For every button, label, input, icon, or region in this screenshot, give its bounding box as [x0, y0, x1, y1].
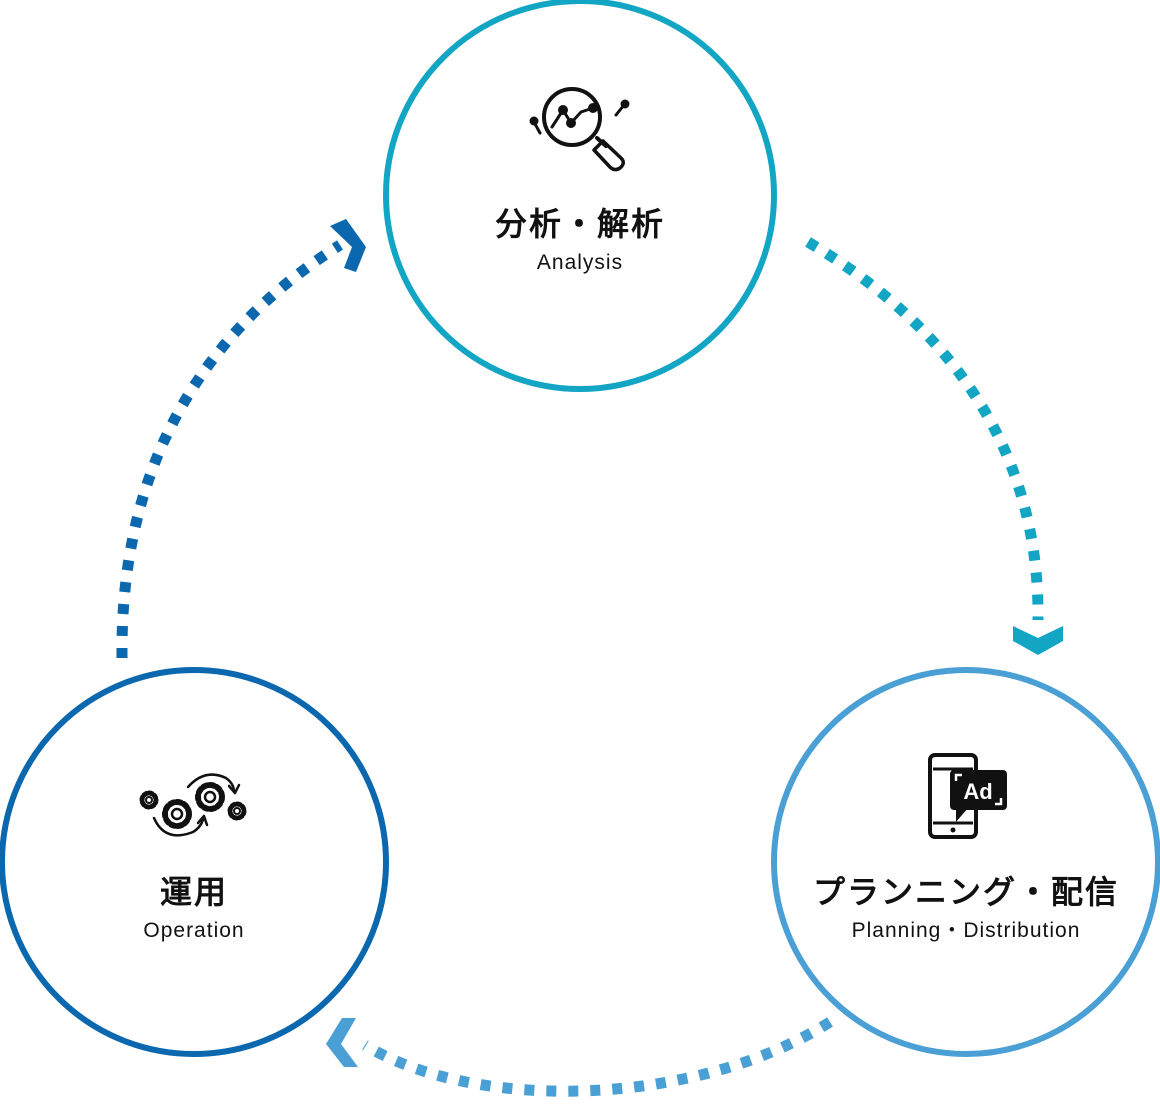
analysis-subtitle: Analysis — [536, 251, 624, 274]
mobile-ad-icon: Ad — [928, 753, 1007, 839]
analytics-magnifier-icon — [529, 87, 630, 172]
operation-subtitle: Operation — [143, 919, 245, 942]
ad-badge-text: Ad — [963, 779, 992, 804]
planning-circle — [771, 667, 1160, 1057]
connector-planning-to-operation — [362, 1017, 833, 1097]
arrowhead-operation-to-analysis — [330, 219, 366, 272]
planning-node: プランニング・配信 Planning・Distribution — [786, 872, 1146, 946]
analysis-node: 分析・解析 Analysis — [430, 204, 730, 278]
analysis-title: 分析・解析 — [494, 205, 665, 243]
connector-analysis-to-planning — [805, 237, 1044, 621]
planning-title: プランニング・配信 — [812, 873, 1119, 911]
operation-node: 運用 Operation — [44, 872, 344, 946]
arrowhead-analysis-to-planning — [1013, 626, 1063, 655]
operation-title: 運用 — [159, 873, 228, 911]
connector-operation-to-analysis — [116, 240, 343, 659]
analysis-circle — [383, 0, 777, 392]
arrowhead-planning-to-operation — [326, 1018, 358, 1067]
gears-cycle-icon — [139, 773, 247, 837]
operation-circle — [0, 667, 389, 1057]
planning-subtitle: Planning・Distribution — [851, 919, 1081, 942]
